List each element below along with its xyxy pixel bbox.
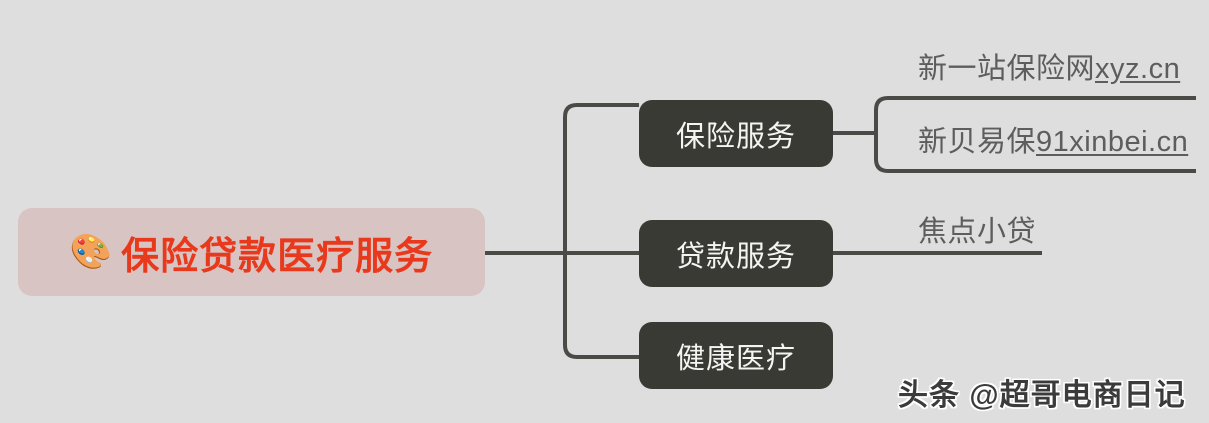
leaf-node-xinbei[interactable]: 新贝易保91xinbei.cn: [918, 118, 1188, 160]
artist-palette-icon: 🎨: [69, 233, 113, 271]
leaf-node-url[interactable]: 91xinbei.cn: [1036, 126, 1189, 158]
root-node-label: 保险贷款医疗服务: [121, 235, 434, 278]
edge-trunk-health: [563, 253, 639, 359]
leaf-node-name: 新贝易保: [918, 126, 1037, 158]
branch-node-label: 保险服务: [675, 120, 796, 153]
root-node[interactable]: 🎨 保险贷款医疗服务: [18, 208, 485, 296]
edge-trunk-insurance: [563, 103, 639, 253]
branch-node-loan[interactable]: 贷款服务: [639, 220, 833, 287]
watermark: 头条 @超哥电商日记: [898, 379, 1186, 412]
root-node-content: 🎨 保险贷款医疗服务: [70, 225, 433, 280]
leaf-node-name: 新一站保险网: [918, 53, 1096, 85]
leaf-node-jiaodian[interactable]: 焦点小贷: [918, 208, 1036, 250]
branch-node-insurance[interactable]: 保险服务: [639, 100, 833, 167]
leaf-node-url[interactable]: xyz.cn: [1095, 53, 1181, 85]
branch-node-label: 健康医疗: [675, 342, 796, 375]
leaf-node-name: 焦点小贷: [918, 216, 1037, 248]
leaf-node-xinyizhan[interactable]: 新一站保险网xyz.cn: [918, 45, 1180, 87]
branch-node-health[interactable]: 健康医疗: [639, 322, 833, 389]
branch-node-label: 贷款服务: [675, 240, 796, 273]
